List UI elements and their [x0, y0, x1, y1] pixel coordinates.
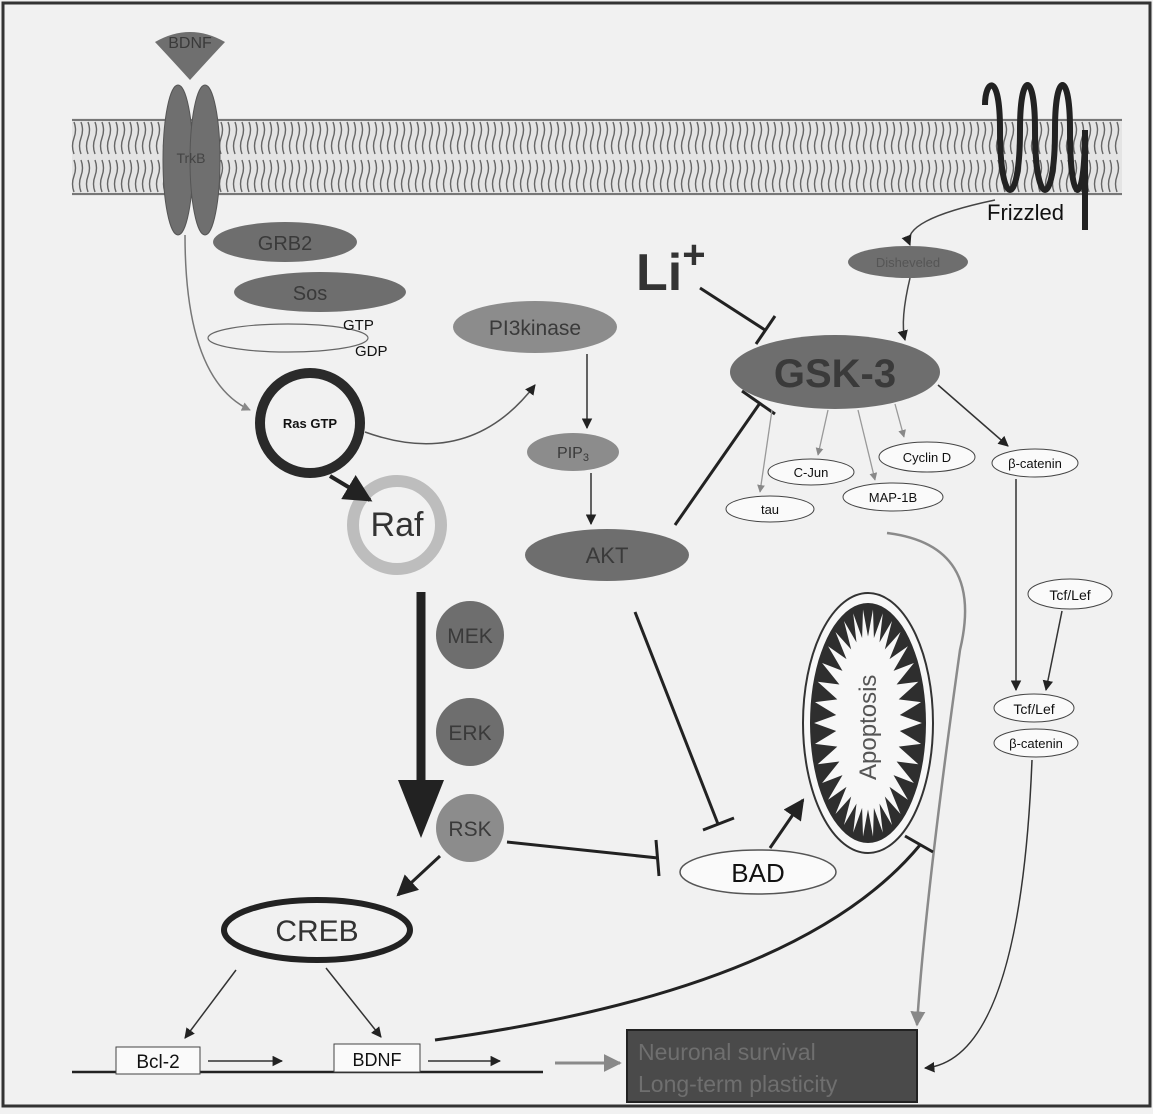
bdnf-ligand-label: BDNF [168, 35, 212, 52]
dishevelled-label: Disheveled [876, 255, 940, 270]
bcl2-gene-label: Bcl-2 [136, 1052, 179, 1073]
frizzled-label: Frizzled [987, 200, 1064, 225]
cell-membrane [72, 118, 1122, 196]
trkb-label: TrkB [176, 150, 205, 166]
akt-label: AKT [586, 543, 629, 568]
tcflef-label: Tcf/Lef [1049, 587, 1090, 603]
outcome-line2: Long-term plasticity [638, 1071, 838, 1097]
ras-gtp-label: Ras GTP [283, 416, 338, 431]
cjun-label: C-Jun [794, 465, 829, 480]
sos-label: Sos [293, 283, 327, 305]
bad-label: BAD [731, 858, 784, 888]
tau-label: tau [761, 502, 779, 517]
apoptosis-label: Apoptosis [855, 675, 882, 780]
apoptosis-mitochondrion: Apoptosis [803, 593, 933, 853]
tcflef-complex-label: Tcf/Lef [1013, 701, 1054, 717]
bcatenin-label: β-catenin [1008, 456, 1062, 471]
bdnf-gene-label: BDNF [353, 1050, 402, 1070]
outcome-line1: Neuronal survival [638, 1039, 816, 1065]
grb2-label: GRB2 [258, 233, 312, 255]
bcatenin-complex-label: β-catenin [1009, 736, 1063, 751]
gsk3-label: GSK-3 [774, 352, 896, 396]
raf-label: Raf [371, 506, 424, 544]
cyclind-label: Cyclin D [903, 450, 951, 465]
pi3kinase-label: PI3kinase [489, 317, 581, 340]
map1b-label: MAP-1B [869, 490, 917, 505]
gtp-label: GTP [343, 317, 374, 334]
gdp-label: GDP [355, 343, 388, 360]
rsk-label: RSK [448, 818, 491, 841]
mek-label: MEK [447, 625, 493, 648]
creb-label: CREB [275, 915, 358, 948]
erk-label: ERK [448, 722, 491, 745]
